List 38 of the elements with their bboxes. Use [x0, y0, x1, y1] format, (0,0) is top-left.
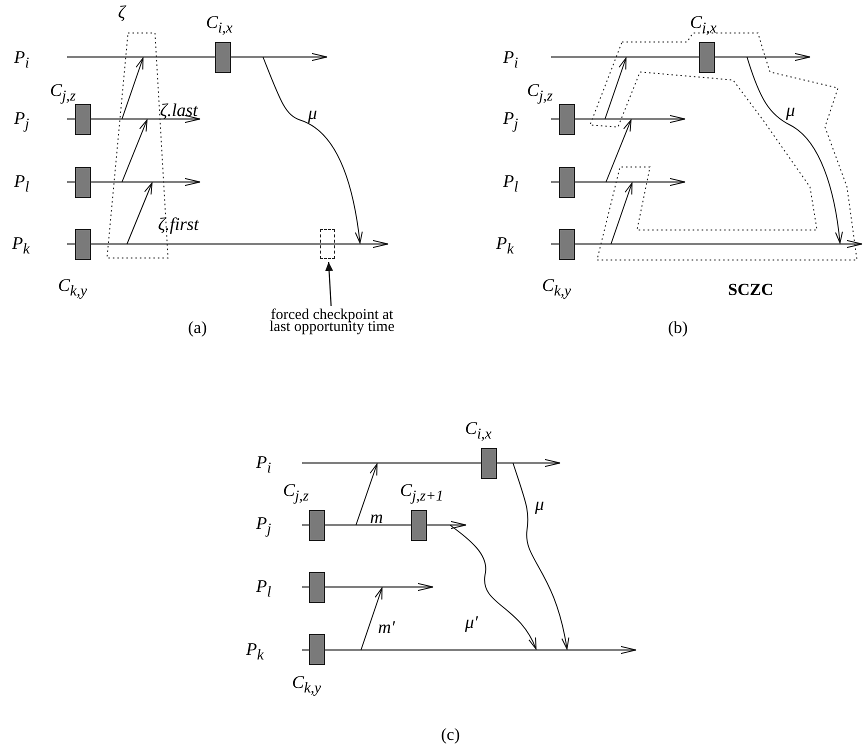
- process-label: P$_{l}$: [14, 171, 30, 198]
- message-label: m′: [378, 617, 395, 637]
- process-label: P$_{l}$: [503, 171, 518, 198]
- region-label: ζ: [118, 2, 126, 22]
- checkpoint-label: C$_{i,x}$: [206, 12, 233, 39]
- checkpoint-label: C$_{k,y}$: [292, 672, 322, 699]
- process-label: P$_{k}$: [246, 639, 264, 666]
- message-label: μ: [535, 494, 544, 514]
- annotation-text: forced checkpoint at last opportunity time: [262, 309, 402, 333]
- region-label: SCZC: [728, 280, 774, 300]
- message-label: μ′: [465, 612, 478, 632]
- dashed-checkpoint-box: [320, 229, 335, 259]
- panel-label: (c): [441, 725, 460, 745]
- panel-label: (a): [188, 318, 207, 338]
- process-label: P$_{j}$: [14, 108, 30, 135]
- process-label: P$_{j}$: [256, 513, 272, 540]
- process-label: P$_{i}$: [503, 47, 518, 74]
- message-label: ζ.last: [160, 100, 198, 120]
- checkpoint-label: C$_{j,z}$: [527, 80, 553, 107]
- checkpoint-label: C$_{i,x}$: [690, 12, 717, 39]
- process-label: P$_{i}$: [14, 47, 30, 74]
- checkpoint-label: C$_{k,y}$: [542, 275, 572, 302]
- message-label: m: [370, 507, 383, 527]
- process-label: P$_{j}$: [503, 108, 518, 135]
- process-label: P$_{k}$: [496, 233, 514, 260]
- process-label: P$_{i}$: [256, 452, 272, 479]
- checkpoint-label: C$_{j,z}$: [283, 480, 309, 507]
- checkpoint-label: C$_{j,z+1}$: [400, 480, 444, 507]
- checkpoint-label: C$_{k,y}$: [58, 275, 88, 302]
- checkpoint-label: C$_{j,z}$: [50, 80, 76, 107]
- process-label: P$_{k}$: [12, 233, 30, 260]
- message-label: μ: [308, 103, 318, 123]
- message-label: ζ.first: [158, 214, 199, 234]
- message-label: μ: [786, 100, 796, 120]
- leader-arrow: [325, 262, 334, 306]
- panel-label: (b): [668, 318, 688, 338]
- checkpoint-label: C$_{i,x}$: [465, 418, 492, 445]
- process-label: P$_{l}$: [256, 576, 272, 603]
